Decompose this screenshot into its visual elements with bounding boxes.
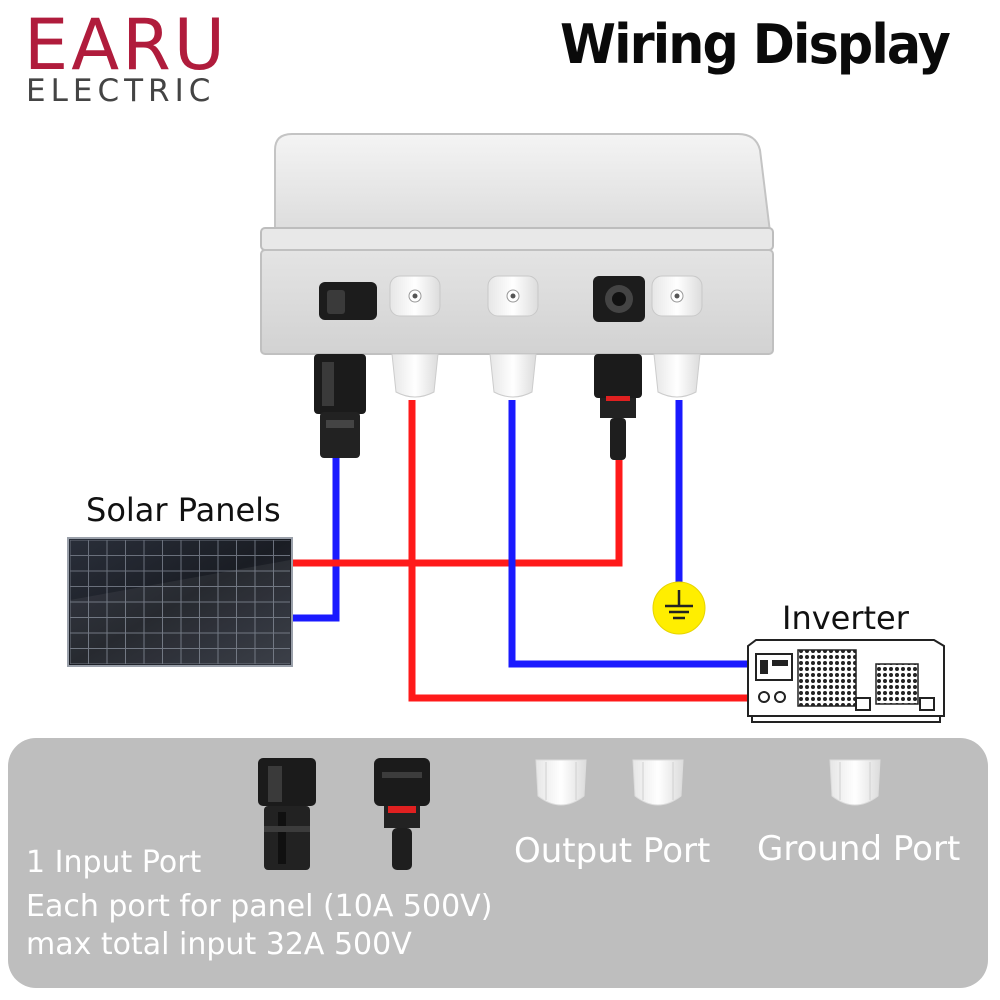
cable-gland-icon: [391, 353, 701, 398]
input-port-title: 1 Input Port: [26, 845, 202, 880]
wires: [290, 400, 748, 702]
input-port-rating: Each port for panel (10A 500V): [26, 889, 493, 924]
combiner-box: [260, 133, 774, 355]
inverter-icon: [747, 639, 945, 723]
gland-nut-3: [651, 275, 703, 317]
input-port-max: max total input 32A 500V: [26, 927, 412, 962]
solar-panels-label: Solar Panels: [86, 491, 281, 529]
mc4-female-connector-icon: [374, 758, 430, 870]
gland-nut-2: [487, 275, 539, 317]
output-port-label: Output Port: [514, 831, 711, 871]
mc4-male-connector-icon: [258, 758, 316, 870]
ground-symbol-icon: [652, 581, 706, 635]
brand-subtitle: ELECTRIC: [26, 73, 216, 109]
mc4-female-connector-icon: [594, 354, 642, 460]
wire-panel-positive: [290, 460, 623, 567]
port-info-panel: [8, 738, 988, 988]
wire-inverter-positive: [408, 400, 748, 702]
wire-panel-negative: [290, 458, 340, 622]
box-lid: [274, 133, 772, 234]
page-title: Wiring Display: [560, 13, 951, 76]
brand-logo: EARU: [24, 4, 228, 86]
inverter-label: Inverter: [782, 599, 909, 637]
cable-gland-icon: [535, 759, 881, 806]
mc4-male-connector-icon: [314, 354, 366, 458]
wire-inverter-negative: [508, 400, 748, 668]
gland-nut-1: [389, 275, 441, 317]
ground-port-label: Ground Port: [757, 829, 961, 869]
solar-panel-icon: [67, 537, 293, 667]
